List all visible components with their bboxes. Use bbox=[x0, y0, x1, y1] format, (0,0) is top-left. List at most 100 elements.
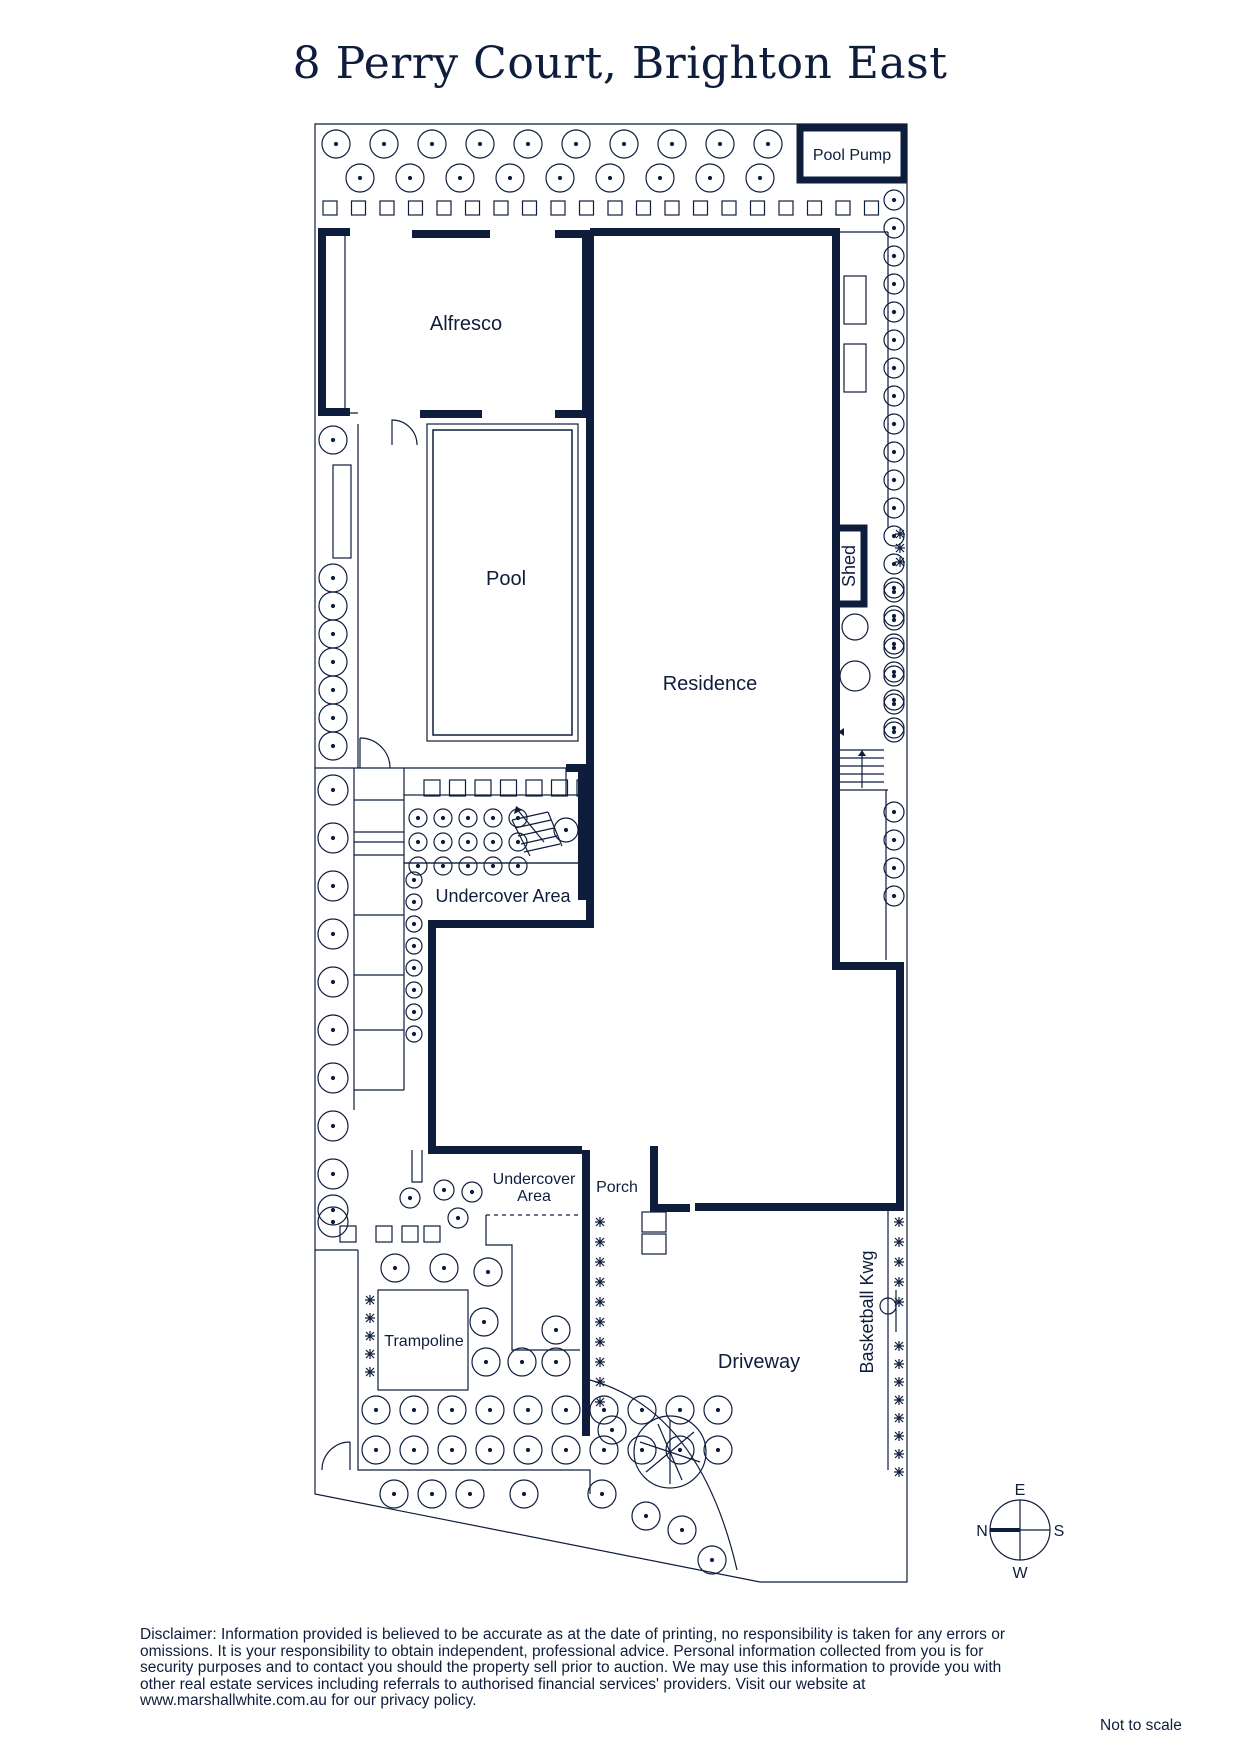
label-alfresco: Alfresco bbox=[430, 313, 502, 335]
plant-star-icon bbox=[595, 1317, 605, 1327]
plant-star-icon bbox=[894, 1395, 904, 1405]
paver-icon bbox=[578, 200, 595, 216]
shrub-icon bbox=[883, 385, 905, 407]
plant-star-icon bbox=[895, 557, 905, 567]
shrub-icon bbox=[475, 1435, 505, 1465]
shrub-icon bbox=[665, 1395, 695, 1425]
shrub-icon bbox=[458, 808, 478, 828]
shrub-icon bbox=[883, 469, 905, 491]
shrub-icon bbox=[405, 893, 423, 911]
paver-icon bbox=[436, 200, 452, 216]
plant-star-icon bbox=[894, 1217, 904, 1227]
paver-icon bbox=[401, 1225, 419, 1243]
plant-star-icon bbox=[894, 1359, 904, 1369]
plant-star-icon bbox=[894, 1297, 904, 1307]
shrub-icon bbox=[433, 1179, 455, 1201]
shrub-icon bbox=[379, 1479, 409, 1509]
paver-icon bbox=[493, 200, 509, 216]
plant-star-icon bbox=[595, 1237, 605, 1247]
plant-star-icon bbox=[595, 1297, 605, 1307]
shrub-icon bbox=[408, 808, 428, 828]
shrub-icon bbox=[437, 1395, 467, 1425]
plant-star-icon bbox=[365, 1313, 375, 1323]
compass-west: W bbox=[1012, 1565, 1028, 1582]
shrub-icon bbox=[509, 1479, 539, 1509]
shrub-icon bbox=[541, 1347, 571, 1377]
label-pool: Pool bbox=[486, 568, 526, 590]
shrub-icon bbox=[433, 808, 453, 828]
compass-east: E bbox=[1015, 1482, 1026, 1499]
shrub-icon bbox=[408, 856, 428, 876]
paver-icon bbox=[835, 200, 851, 216]
shrub-icon bbox=[361, 1435, 391, 1465]
plant-star-icon bbox=[895, 529, 905, 539]
shrub-icon bbox=[399, 1395, 429, 1425]
shrub-icon bbox=[883, 329, 905, 351]
residence-wall-left bbox=[428, 232, 594, 1154]
paver-icon bbox=[806, 200, 823, 216]
plant-star-icon bbox=[595, 1337, 605, 1347]
shrub-icon bbox=[405, 959, 423, 977]
shrub-icon bbox=[369, 129, 399, 159]
shrub-icon bbox=[883, 553, 905, 575]
shrub-icon bbox=[631, 1501, 661, 1531]
shrub-icon bbox=[883, 717, 905, 739]
shrub-icon bbox=[657, 129, 687, 159]
shrub-icon bbox=[627, 1395, 657, 1425]
shrub-icon bbox=[705, 129, 735, 159]
shrub-icon bbox=[433, 832, 453, 852]
shrub-icon bbox=[753, 129, 783, 159]
shrub-icon bbox=[589, 1395, 619, 1425]
shrub-icon bbox=[405, 937, 423, 955]
label-undercover-area: Undercover Area bbox=[435, 886, 571, 906]
plant-star-icon bbox=[365, 1367, 375, 1377]
shrub-icon bbox=[883, 721, 905, 743]
paver-icon bbox=[550, 200, 566, 216]
label-undercover-line1: Undercover bbox=[493, 1171, 576, 1188]
paver-icon bbox=[423, 779, 441, 797]
shrub-icon bbox=[508, 856, 528, 876]
label-pool-pump: Pool Pump bbox=[813, 147, 891, 164]
paver-icon bbox=[749, 200, 766, 216]
shrub-icon bbox=[883, 885, 905, 907]
shrub-icon bbox=[883, 637, 905, 659]
compass: N E S W bbox=[976, 1482, 1064, 1582]
residence-wall-top bbox=[590, 228, 904, 1211]
scale-note: Not to scale bbox=[1100, 1717, 1182, 1734]
shrub-icon bbox=[317, 1014, 349, 1046]
shrub-icon bbox=[458, 832, 478, 852]
plant-star-icon bbox=[595, 1377, 605, 1387]
shrub-icon bbox=[455, 1479, 485, 1509]
paver-icon bbox=[863, 200, 880, 216]
shrub-icon bbox=[541, 1315, 571, 1345]
label-trampoline: Trampoline bbox=[384, 1333, 464, 1350]
compass-south: S bbox=[1054, 1523, 1065, 1540]
shrub-icon bbox=[495, 163, 525, 193]
site-boundary bbox=[314, 123, 908, 1583]
shrub-icon bbox=[883, 665, 905, 687]
plant-star-icon bbox=[595, 1277, 605, 1287]
shrub-icon bbox=[417, 129, 447, 159]
paver-icon bbox=[778, 200, 794, 216]
shrub-icon bbox=[883, 693, 905, 715]
shrub-icon bbox=[405, 915, 423, 933]
shrub-icon bbox=[513, 129, 543, 159]
shrub-icon bbox=[417, 1479, 447, 1509]
shrub-icon bbox=[597, 1415, 627, 1445]
shrub-icon bbox=[318, 425, 348, 455]
shrub-icon bbox=[408, 832, 428, 852]
paver-icon bbox=[448, 779, 467, 797]
plant-star-icon bbox=[595, 1397, 605, 1407]
shrub-icon bbox=[483, 832, 503, 852]
shrub-icon bbox=[318, 731, 348, 761]
shrub-icon bbox=[345, 163, 375, 193]
shrub-icon bbox=[883, 357, 905, 379]
paver-icon bbox=[375, 1225, 393, 1243]
shrub-icon bbox=[883, 413, 905, 435]
shrub-icon bbox=[469, 1307, 499, 1337]
plant-star-icon bbox=[894, 1377, 904, 1387]
shrub-icon bbox=[405, 981, 423, 999]
shrub-icon bbox=[589, 1435, 619, 1465]
plant-star-icon bbox=[365, 1349, 375, 1359]
label-basketball: Basketball Kwg bbox=[857, 1250, 877, 1373]
